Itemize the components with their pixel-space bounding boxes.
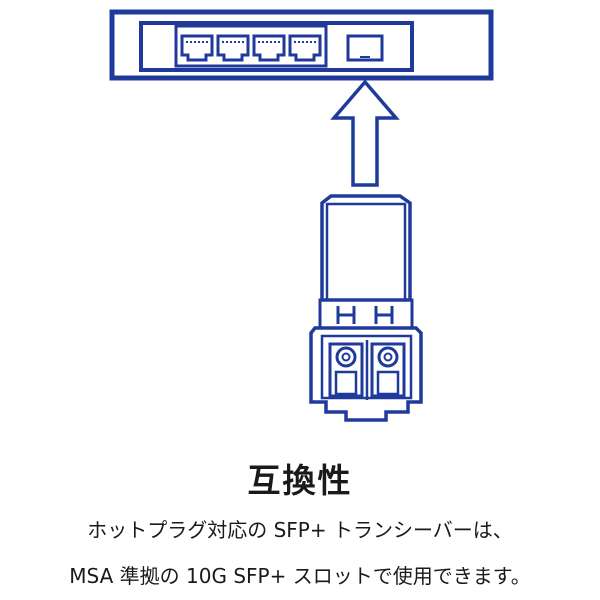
rj45-port-icon <box>252 34 286 62</box>
sfp-slot-icon <box>346 34 384 62</box>
compatibility-diagram <box>109 9 494 422</box>
caption-line: ホットプラグ対応の SFP+ トランシーバーは、 <box>87 518 513 542</box>
rj45-port-icon <box>216 34 250 62</box>
rj45-port-panel <box>174 24 328 68</box>
caption-title: 互換性 <box>247 461 353 500</box>
network-switch-icon <box>109 9 494 81</box>
caption-line: MSA 準拠の 10G SFP+ スロットで使用できます。 <box>69 564 531 588</box>
rj45-port-icon <box>180 34 214 62</box>
sfp-transceiver-icon <box>309 194 423 422</box>
rj45-port-icon <box>288 34 322 62</box>
insert-arrow-icon <box>330 79 400 187</box>
